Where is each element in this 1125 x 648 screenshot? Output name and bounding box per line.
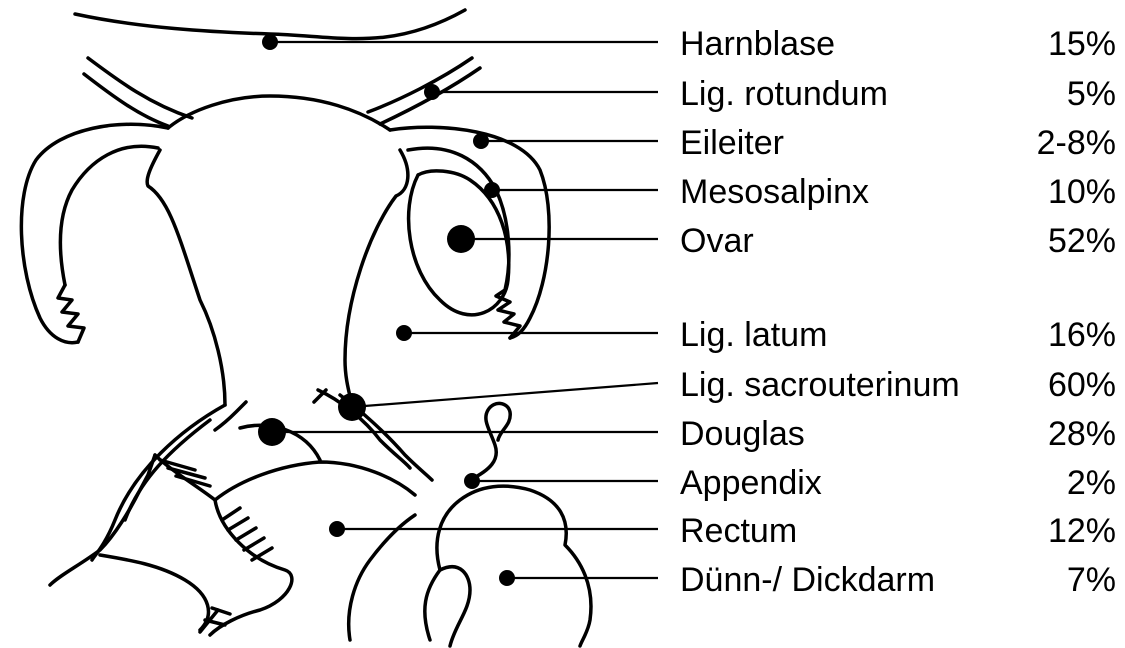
percent-darm: 7% <box>1067 561 1116 599</box>
percent-rectum: 12% <box>1048 512 1116 550</box>
fimbria-left <box>58 285 84 342</box>
rectum-outline <box>155 455 415 500</box>
percent-lig-sacrouterinum: 60% <box>1048 366 1116 404</box>
tube-left-inner <box>60 146 158 285</box>
label-percents: 15% 5% 2-8% 10% 52% 16% 60% 28% 2% 12% 7… <box>1037 25 1116 599</box>
label-eileiter: Eileiter <box>680 124 784 162</box>
tube-left <box>21 124 168 342</box>
rectum-lower-2 <box>100 555 208 630</box>
dot-ovar <box>447 225 475 253</box>
percent-appendix: 2% <box>1067 464 1116 502</box>
dot-mesosalpinx <box>484 182 500 198</box>
label-lig-rotundum: Lig. rotundum <box>680 75 888 113</box>
dot-rectum <box>329 521 345 537</box>
pelvic-wall <box>50 455 155 585</box>
percent-lig-latum: 16% <box>1048 316 1116 354</box>
broad-ligament-left-2 <box>125 420 210 520</box>
dot-douglas <box>258 418 286 446</box>
label-ovar: Ovar <box>680 222 754 260</box>
label-lig-latum: Lig. latum <box>680 316 827 354</box>
label-mesosalpinx: Mesosalpinx <box>680 173 869 211</box>
dot-lig-rotundum <box>424 84 440 100</box>
label-rectum: Rectum <box>680 512 797 550</box>
rectum-arrow <box>200 608 230 632</box>
dot-lig-sacrouterinum <box>338 393 366 421</box>
percent-mesosalpinx: 10% <box>1048 173 1116 211</box>
percent-lig-rotundum: 5% <box>1067 75 1116 113</box>
label-appendix: Appendix <box>680 464 822 502</box>
small-bowel-outline <box>349 515 415 640</box>
dot-harnblase <box>262 34 278 50</box>
percent-douglas: 28% <box>1048 415 1116 453</box>
uterus-right-side <box>345 150 408 405</box>
dot-darm <box>499 570 515 586</box>
uterus-outline <box>168 96 390 130</box>
fimbria-right <box>496 290 520 338</box>
tube-right-inner <box>408 148 509 290</box>
dot-appendix <box>464 473 480 489</box>
bowel-fold <box>440 567 470 646</box>
percent-eileiter: 2-8% <box>1037 124 1116 162</box>
label-names: Harnblase Lig. rotundum Eileiter Mesosal… <box>680 25 960 599</box>
label-harnblase: Harnblase <box>680 25 835 63</box>
pelvic-anatomy-drawing <box>21 10 591 646</box>
pelvic-hatch-1 <box>160 460 210 486</box>
round-ligament-left-2 <box>84 74 168 126</box>
percent-ovar: 52% <box>1048 222 1116 260</box>
uterus-left-side <box>147 150 225 405</box>
label-darm: Dünn-/ Dickdarm <box>680 561 935 599</box>
dot-eileiter <box>473 133 489 149</box>
label-lig-sacrouterinum: Lig. sacrouterinum <box>680 366 960 404</box>
percent-harnblase: 15% <box>1048 25 1116 63</box>
dot-lig-latum <box>396 325 412 341</box>
appendix-outline <box>470 403 510 480</box>
pointer-dots <box>258 34 515 586</box>
label-douglas: Douglas <box>680 415 805 453</box>
